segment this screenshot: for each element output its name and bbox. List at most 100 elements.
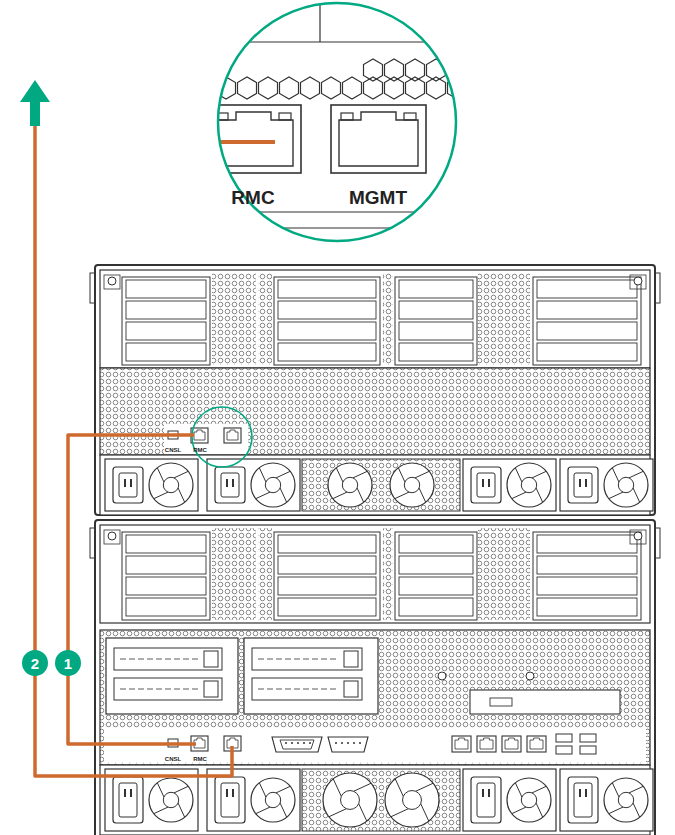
power-supply <box>560 769 653 831</box>
drive-bay <box>399 280 473 298</box>
fan-blade <box>629 471 643 478</box>
power-inlet <box>215 467 245 503</box>
fan-blade <box>178 488 185 502</box>
fan-hub <box>163 477 178 492</box>
network-port <box>452 736 471 752</box>
drive-bay <box>126 598 206 616</box>
fan <box>149 778 193 822</box>
drive-bay <box>126 301 206 319</box>
power-pin <box>232 789 234 797</box>
fan-blade <box>336 468 343 482</box>
fan-blade <box>536 488 543 502</box>
network-port-jack <box>530 738 543 749</box>
vent <box>383 528 393 620</box>
fan-blade <box>395 492 409 499</box>
fan-hub <box>521 477 536 492</box>
fan-module <box>302 769 460 831</box>
drive-bay <box>399 598 473 616</box>
server-chassis <box>90 265 660 515</box>
drive-cage <box>122 277 210 365</box>
pcie-slot <box>114 678 222 700</box>
network-port-jack <box>194 430 205 440</box>
drive-bay <box>126 577 206 595</box>
drive-bay <box>537 322 637 340</box>
power-pin <box>232 479 234 487</box>
fan-blade <box>515 783 522 797</box>
fan-blade <box>532 471 546 478</box>
serial-port <box>328 737 368 752</box>
port-label: CNSL <box>161 447 185 453</box>
power-pin <box>124 789 126 797</box>
fan-blade <box>609 807 623 814</box>
panel-edge <box>319 0 320 42</box>
drive-bay <box>278 598 376 616</box>
vent-hexagon <box>364 77 383 99</box>
screw <box>108 532 116 540</box>
drive-bay <box>278 535 376 553</box>
fan-blade <box>512 807 526 814</box>
fan <box>507 463 551 507</box>
network-cable <box>68 435 196 744</box>
rear-panel <box>100 368 650 455</box>
fan-blade <box>633 803 640 817</box>
power-pin <box>488 789 490 797</box>
zoom-detail <box>192 0 480 467</box>
fan-blade <box>629 786 643 793</box>
usb-port <box>580 746 596 754</box>
drive-bay <box>399 556 473 574</box>
network-port <box>331 105 426 173</box>
fan-hub <box>403 791 422 810</box>
screw <box>634 532 642 540</box>
pcie-slot <box>252 648 362 670</box>
power-supply <box>105 459 198 511</box>
slot-latch <box>344 681 358 697</box>
power-pin <box>124 479 126 487</box>
vent-hexagon <box>406 59 425 81</box>
vga-pin <box>309 742 311 744</box>
drive-bay <box>537 301 637 319</box>
fan-blade <box>512 492 526 499</box>
ocp-handle <box>490 698 512 706</box>
fan-blade <box>395 779 403 796</box>
vent-hexagon <box>301 77 320 99</box>
vent-hexagon <box>343 77 362 99</box>
fan-blade <box>612 468 619 482</box>
screw <box>634 277 642 285</box>
direction-arrow <box>20 80 50 126</box>
power-pin <box>130 479 132 487</box>
vent-hexagon <box>385 59 404 81</box>
vent <box>478 273 530 365</box>
server-chassis <box>90 520 660 835</box>
fan-hub <box>342 477 357 492</box>
fan-blade <box>280 803 287 817</box>
fan-hub <box>521 792 536 807</box>
network-cable <box>200 140 275 144</box>
network-port <box>502 736 521 752</box>
fan-blade <box>276 471 290 478</box>
fan-blade <box>157 783 164 797</box>
fan-blade <box>391 809 408 817</box>
drive-bay <box>537 556 637 574</box>
fan-blade <box>609 492 623 499</box>
drive-bay <box>399 577 473 595</box>
network-port <box>224 428 241 443</box>
power-inlet-socket <box>574 783 592 817</box>
slot-latch <box>204 681 218 697</box>
panel-edge <box>200 41 480 42</box>
pcie-slot <box>114 648 222 670</box>
fan-blade <box>154 807 168 814</box>
power-pin <box>579 789 581 797</box>
fan-blade <box>154 492 168 499</box>
cables <box>35 110 232 776</box>
fan-blade <box>421 804 429 821</box>
serial-pin <box>347 742 349 744</box>
vent-hexagon <box>385 77 404 99</box>
port-label: MGMT <box>333 188 423 207</box>
fan <box>149 463 193 507</box>
serial-pin <box>359 742 361 744</box>
vent-hexagon <box>322 77 341 99</box>
fan-hub <box>265 792 280 807</box>
fan-blade <box>419 488 426 502</box>
slot-latch <box>204 651 218 667</box>
